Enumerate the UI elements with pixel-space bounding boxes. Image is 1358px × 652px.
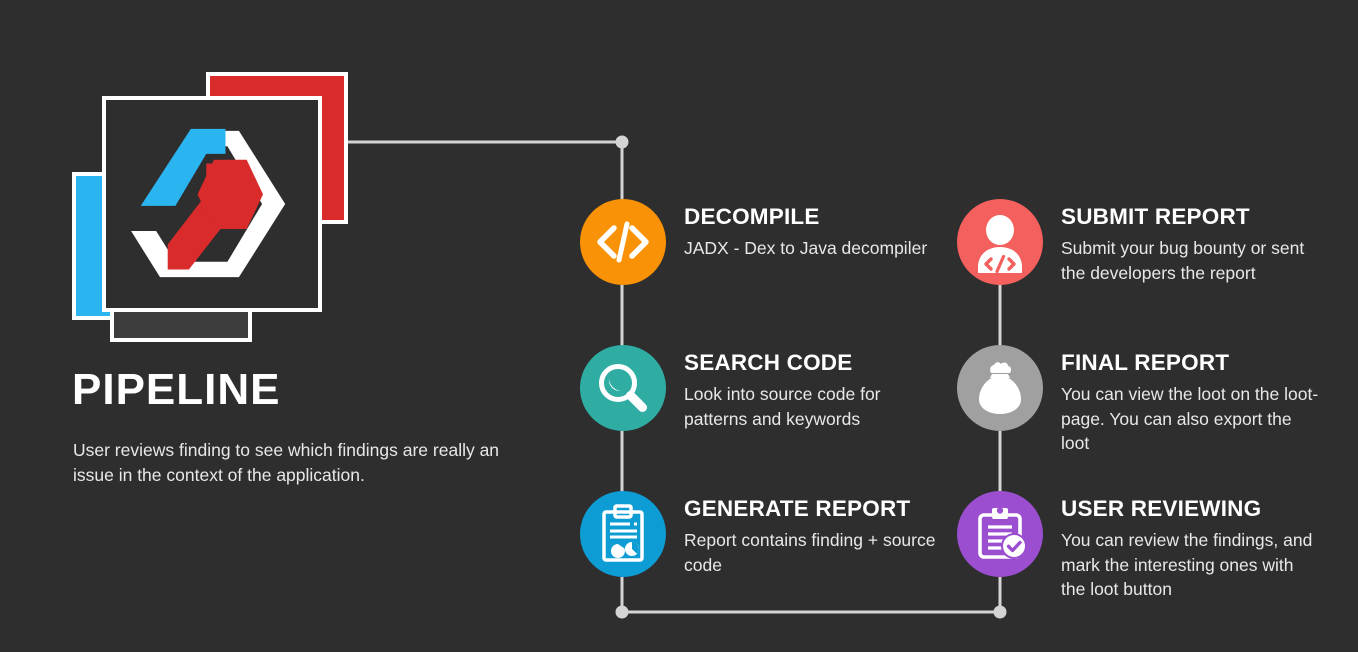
step-title: FINAL REPORT (1061, 350, 1230, 375)
step-description: Report contains finding + source code (684, 529, 936, 575)
code-brackets-icon (580, 199, 666, 285)
step-title: SUBMIT REPORT (1061, 204, 1250, 229)
step-description: JADX - Dex to Java decompiler (684, 237, 928, 258)
magnifier-icon (580, 345, 666, 431)
step-text: SEARCH CODE Look into source code for pa… (684, 345, 946, 431)
step-submit-report[interactable]: SUBMIT REPORT Submit your bug bounty or … (957, 199, 1319, 285)
step-text: SUBMIT REPORT Submit your bug bounty or … (1061, 199, 1319, 285)
step-user-reviewing[interactable]: USER REVIEWING You can review the findin… (957, 491, 1319, 602)
step-text: DECOMPILE JADX - Dex to Java decompiler (684, 199, 927, 261)
brand-description: User reviews finding to see which findin… (73, 440, 500, 486)
step-search-code[interactable]: SEARCH CODE Look into source code for pa… (580, 345, 946, 431)
step-final-report[interactable]: FINAL REPORT You can view the loot on th… (957, 345, 1319, 456)
brand-logo-stack (72, 68, 362, 348)
person-code-icon (957, 199, 1043, 285)
step-text: USER REVIEWING You can review the findin… (1061, 491, 1319, 602)
step-description: You can view the loot on the loot-page. … (1061, 383, 1319, 454)
step-text: FINAL REPORT You can view the loot on th… (1061, 345, 1319, 456)
step-generate-report[interactable]: GENERATE REPORT Report contains finding … (580, 491, 946, 577)
step-title: SEARCH CODE (684, 350, 853, 375)
hexagon-code-logo-icon (102, 96, 322, 312)
step-title: GENERATE REPORT (684, 496, 911, 521)
clipboard-check-icon (957, 491, 1043, 577)
step-description: You can review the findings, and mark th… (1061, 529, 1313, 600)
loot-bag-icon (957, 345, 1043, 431)
clipboard-chart-icon (580, 491, 666, 577)
step-title: USER REVIEWING (1061, 496, 1262, 521)
page-title: PIPELINE (72, 365, 281, 414)
step-title: DECOMPILE (684, 204, 820, 229)
step-decompile[interactable]: DECOMPILE JADX - Dex to Java decompiler (580, 199, 927, 285)
step-description: Submit your bug bounty or sent the devel… (1061, 237, 1305, 283)
step-description: Look into source code for patterns and k… (684, 383, 881, 429)
step-text: GENERATE REPORT Report contains finding … (684, 491, 946, 577)
